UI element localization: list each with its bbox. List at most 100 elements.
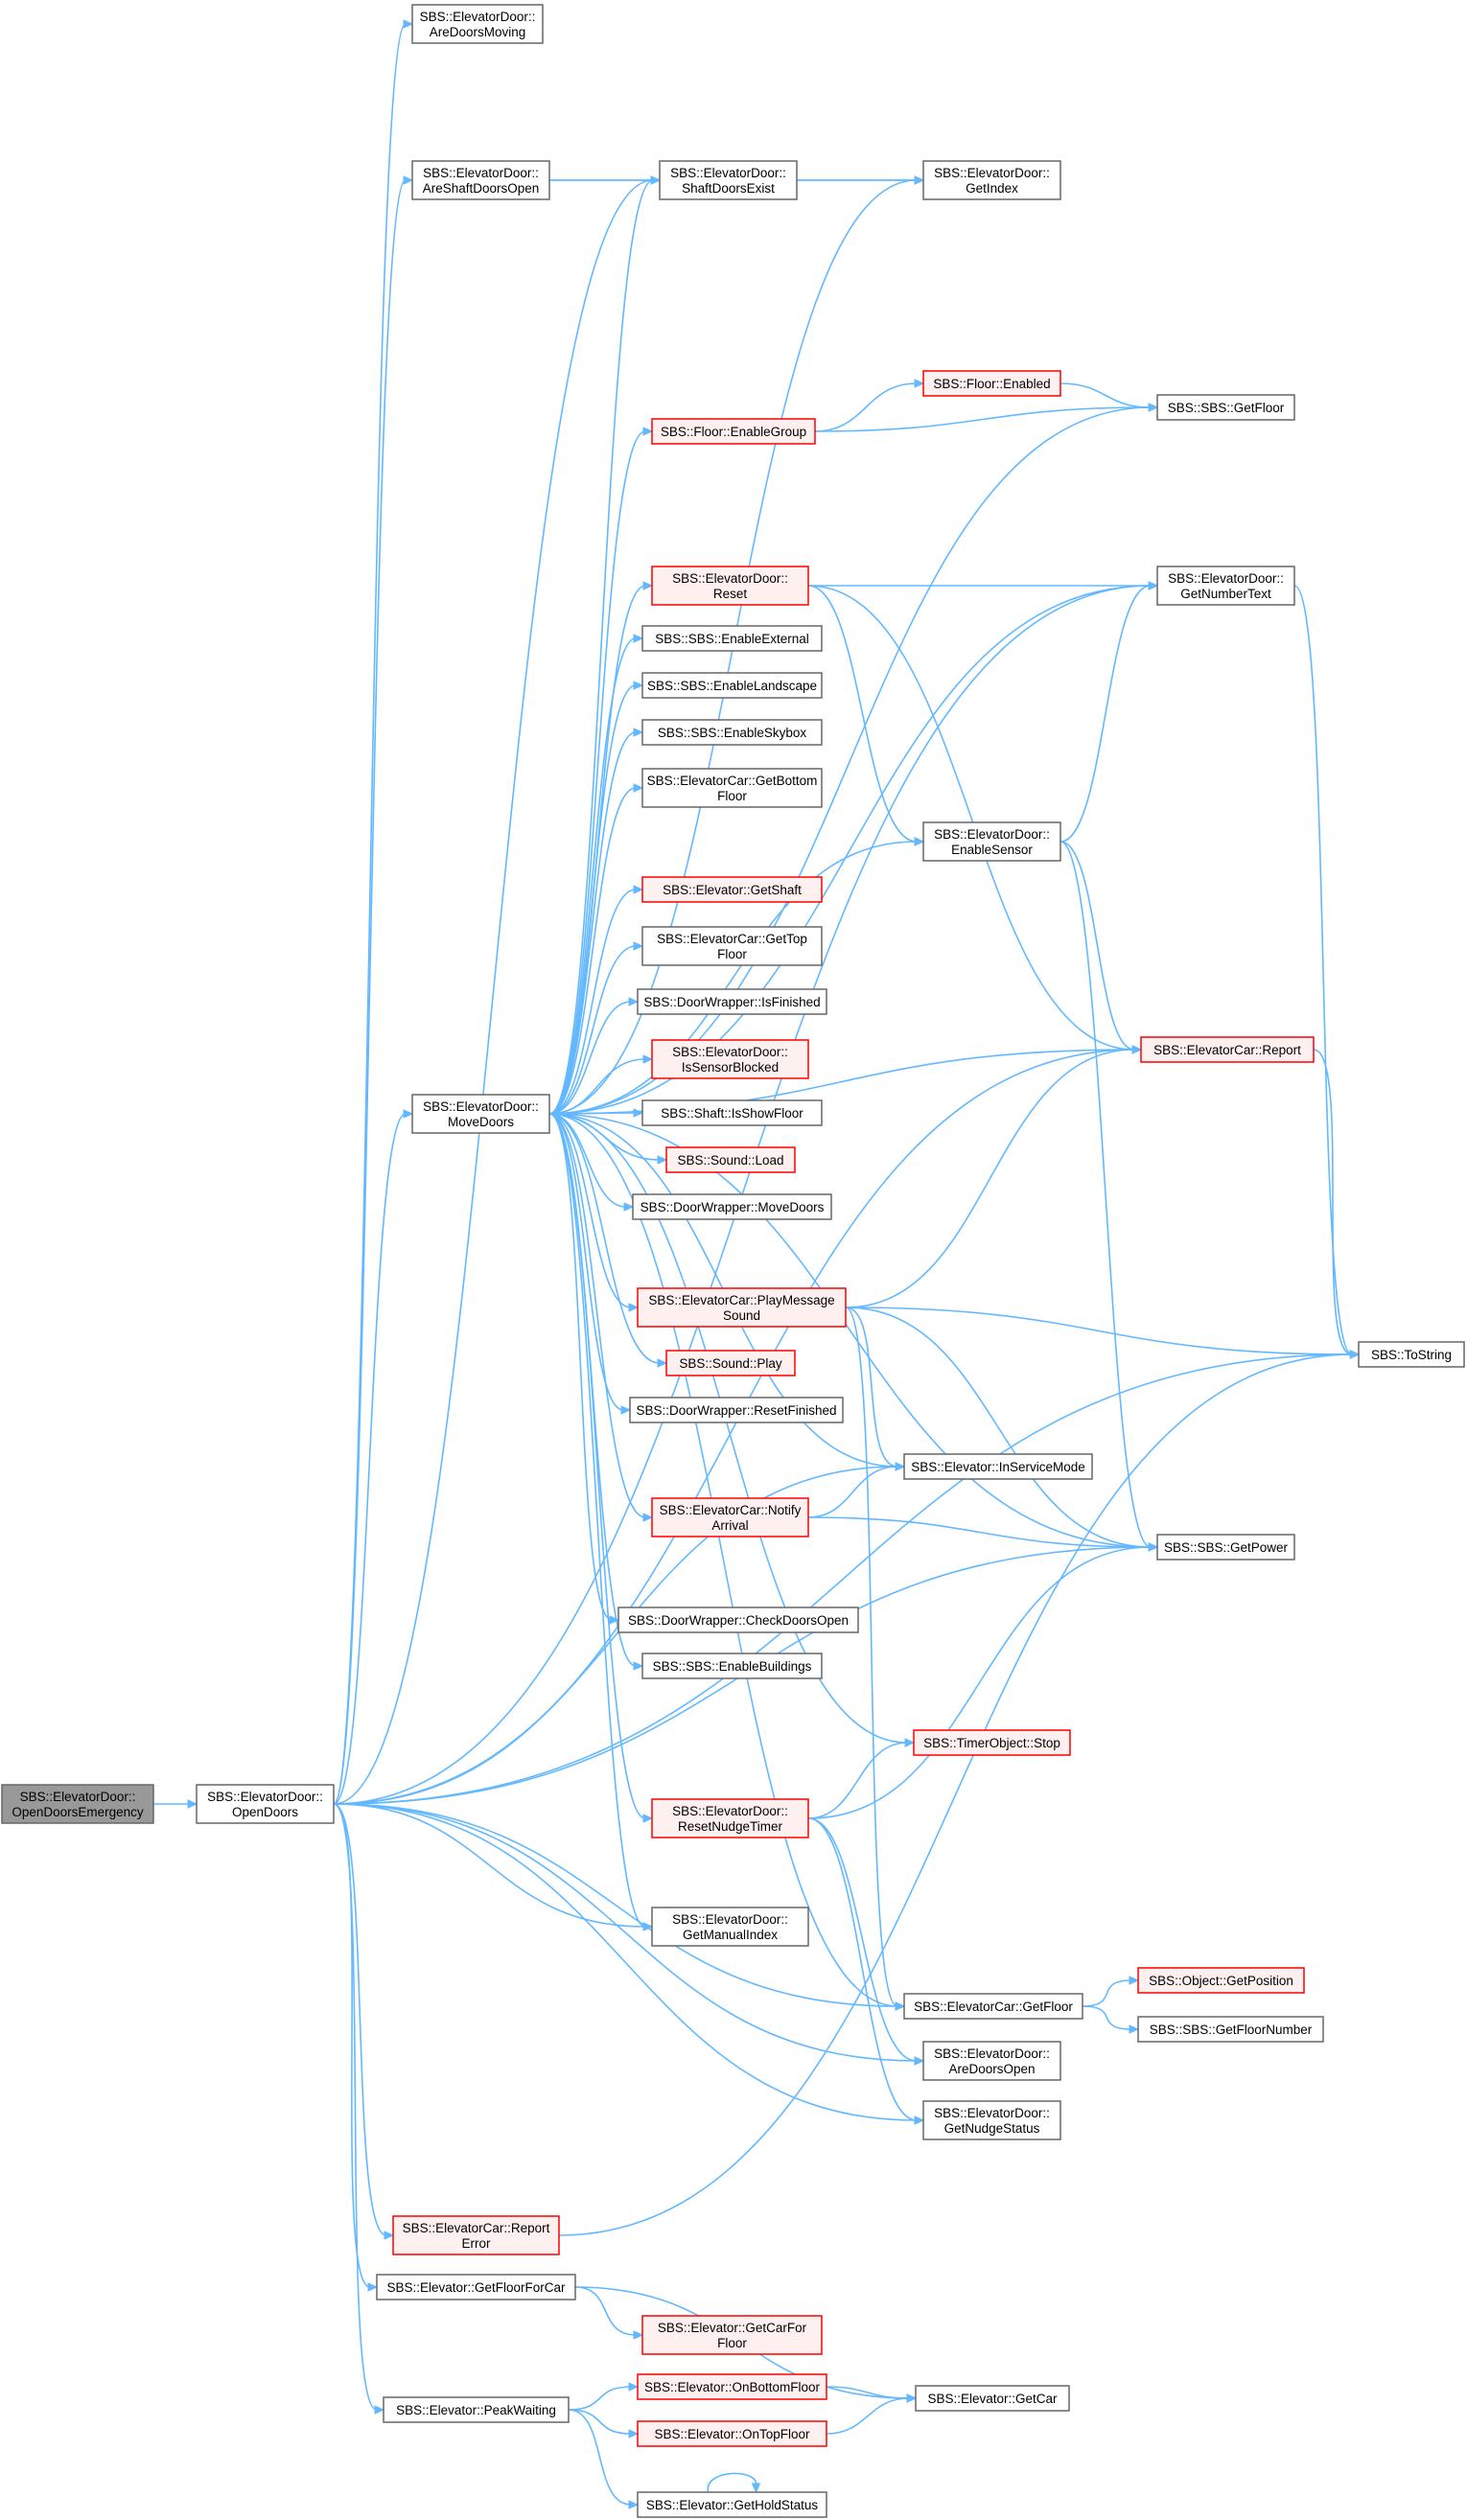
graph-node-enable-buildings[interactable]: SBS::SBS::EnableBuildings	[641, 1653, 823, 1679]
graph-node-floor-enable-group[interactable]: SBS::Floor::EnableGroup	[651, 418, 816, 445]
graph-node-floor-enabled[interactable]: SBS::Floor::Enabled	[922, 370, 1061, 397]
call-edge-line	[807, 585, 918, 843]
graph-node-sound-play[interactable]: SBS::Sound::Play	[665, 1350, 796, 1376]
graph-node-is-sensor-blocked[interactable]: SBS::ElevatorDoor::IsSensorBlocked	[651, 1039, 809, 1079]
call-edge-line	[826, 2397, 910, 2435]
call-edge-report_error-to-to_string	[558, 1350, 1361, 2236]
graph-node-reset-finished[interactable]: SBS::DoorWrapper::ResetFinished	[629, 1397, 844, 1423]
node-label: SBS::ElevatorDoor::	[672, 1912, 788, 1927]
graph-node-is-show-floor[interactable]: SBS::Shaft::IsShowFloor	[641, 1099, 823, 1126]
graph-node-timer-stop[interactable]: SBS::TimerObject::Stop	[913, 1729, 1071, 1756]
graph-node-get-hold-status[interactable]: SBS::Elevator::GetHoldStatus	[637, 2491, 827, 2518]
graph-node-get-nudge-status[interactable]: SBS::ElevatorDoor::GetNudgeStatus	[922, 2100, 1061, 2140]
call-edge-move_doors-to-get_top_floor	[548, 941, 644, 1115]
call-edge-reset_nudge_timer-to-are_doors_open	[807, 1817, 925, 2066]
node-box	[411, 160, 550, 200]
call-edge-line	[333, 1803, 918, 2062]
call-edge-line	[1060, 841, 1152, 1548]
node-box	[641, 672, 823, 699]
call-edge-line	[548, 430, 646, 1115]
graph-node-enable-landscape[interactable]: SBS::SBS::EnableLandscape	[641, 672, 823, 699]
graph-node-enable-skybox[interactable]: SBS::SBS::EnableSkybox	[641, 719, 823, 746]
call-edge-line	[333, 1803, 918, 2121]
call-edge-line	[333, 1049, 1135, 1805]
graph-node-car-report[interactable]: SBS::ElevatorCar::Report	[1140, 1036, 1315, 1063]
graph-node-in-service-mode[interactable]: SBS::Elevator::InServiceMode	[903, 1453, 1093, 1480]
call-edge-move_doors-to-enable_buildings	[548, 1113, 644, 1671]
call-edge-line	[548, 1113, 613, 1621]
graph-node-shaft-doors-exist[interactable]: SBS::ElevatorDoor::ShaftDoorsExist	[659, 160, 798, 200]
call-edge-door_reset-to-enable_sensor	[807, 585, 925, 846]
graph-node-enable-external[interactable]: SBS::SBS::EnableExternal	[641, 625, 823, 652]
graph-node-car-get-floor[interactable]: SBS::ElevatorCar::GetFloor	[903, 1993, 1083, 2020]
node-box	[1, 1784, 154, 1824]
node-label: SBS::ElevatorDoor::	[1168, 571, 1284, 586]
node-box	[1156, 566, 1295, 606]
call-edge-move_doors-to-enable_sensor	[548, 837, 925, 1115]
graph-node-get-shaft[interactable]: SBS::Elevator::GetShaft	[641, 876, 823, 903]
arrowhead-icon	[642, 1922, 654, 1931]
arrowhead-icon	[403, 175, 414, 185]
graph-node-open-doors-emergency[interactable]: SBS::ElevatorDoor::OpenDoorsEmergency	[1, 1784, 154, 1824]
graph-node-sound-load[interactable]: SBS::Sound::Load	[665, 1146, 796, 1173]
call-edge-line	[548, 1001, 632, 1115]
graph-node-get-floor-number[interactable]: SBS::SBS::GetFloorNumber	[1137, 2016, 1324, 2043]
graph-node-door-reset[interactable]: SBS::ElevatorDoor::Reset	[651, 566, 809, 606]
graph-node-are-doors-moving[interactable]: SBS::ElevatorDoor::AreDoorsMoving	[411, 4, 544, 44]
arrowhead-icon	[620, 1405, 632, 1415]
arrowhead-icon	[633, 728, 644, 737]
node-label: GetNumberText	[1180, 587, 1271, 601]
call-edge-line	[814, 382, 918, 432]
graph-node-to-string[interactable]: SBS::ToString	[1358, 1341, 1465, 1368]
arrowhead-icon	[642, 1054, 654, 1064]
call-edge-move_doors-to-play_message_sound	[548, 1113, 640, 1312]
call-edge-line	[1060, 841, 1135, 1051]
arrowhead-icon	[914, 379, 925, 388]
graph-node-enable-sensor[interactable]: SBS::ElevatorDoor::EnableSensor	[922, 821, 1061, 862]
graph-node-get-number-text[interactable]: SBS::ElevatorDoor::GetNumberText	[1156, 566, 1295, 606]
arrowhead-icon	[374, 2405, 385, 2415]
graph-node-reset-nudge-timer[interactable]: SBS::ElevatorDoor::ResetNudgeTimer	[651, 1798, 809, 1838]
graph-node-get-manual-index[interactable]: SBS::ElevatorDoor::GetManualIndex	[651, 1907, 809, 1947]
graph-node-get-car[interactable]: SBS::Elevator::GetCar	[915, 2385, 1070, 2412]
call-edge-line	[333, 179, 407, 1805]
call-edge-line	[333, 1353, 1353, 1805]
graph-node-wrapper-move-doors[interactable]: SBS::DoorWrapper::MoveDoors	[632, 1193, 832, 1220]
call-edge-line	[568, 2409, 632, 2506]
graph-node-on-bottom-floor[interactable]: SBS::Elevator::OnBottomFloor	[637, 2373, 827, 2400]
graph-node-get-index[interactable]: SBS::ElevatorDoor::GetIndex	[922, 160, 1061, 200]
graph-node-are-shaft-doors-open[interactable]: SBS::ElevatorDoor::AreShaftDoorsOpen	[411, 160, 550, 200]
graph-node-peak-waiting[interactable]: SBS::Elevator::PeakWaiting	[383, 2396, 570, 2423]
node-label: AreShaftDoorsOpen	[423, 181, 540, 196]
graph-node-get-floor-for-car[interactable]: SBS::Elevator::GetFloorForCar	[376, 2274, 576, 2300]
graph-node-is-finished[interactable]: SBS::DoorWrapper::IsFinished	[637, 988, 827, 1015]
arrowhead-icon	[1131, 1045, 1143, 1054]
arrowhead-icon	[384, 2231, 395, 2240]
graph-node-open-doors[interactable]: SBS::ElevatorDoor::OpenDoors	[196, 1784, 335, 1824]
call-edge-line	[548, 684, 637, 1115]
graph-node-sbs-get-floor[interactable]: SBS::SBS::GetFloor	[1156, 394, 1295, 421]
arrowhead-icon	[1148, 581, 1159, 590]
call-edge-line	[548, 841, 918, 1115]
arrowhead-icon	[904, 1738, 916, 1747]
call-edge-reset_nudge_timer-to-get_nudge_status	[807, 1817, 925, 2125]
graph-node-check-doors-open[interactable]: SBS::DoorWrapper::CheckDoorsOpen	[617, 1607, 859, 1633]
graph-node-get-power[interactable]: SBS::SBS::GetPower	[1156, 1534, 1295, 1561]
node-label: SBS::TimerObject::Stop	[923, 1736, 1060, 1750]
graph-node-are-doors-open[interactable]: SBS::ElevatorDoor::AreDoorsOpen	[922, 2041, 1061, 2081]
graph-node-object-get-position[interactable]: SBS::Object::GetPosition	[1137, 1967, 1305, 1994]
call-edge-line	[707, 2472, 757, 2493]
graph-node-on-top-floor[interactable]: SBS::Elevator::OnTopFloor	[637, 2420, 827, 2447]
arrowhead-icon	[628, 997, 640, 1006]
call-edge-play_message_sound-to-car_get_floor	[845, 1306, 906, 2011]
node-label: SBS::Elevator::OnTopFloor	[654, 2427, 810, 2441]
graph-node-move-doors[interactable]: SBS::ElevatorDoor::MoveDoors	[411, 1094, 550, 1134]
node-label: SBS::ElevatorDoor::	[672, 1045, 788, 1059]
node-label: GetIndex	[966, 181, 1018, 196]
